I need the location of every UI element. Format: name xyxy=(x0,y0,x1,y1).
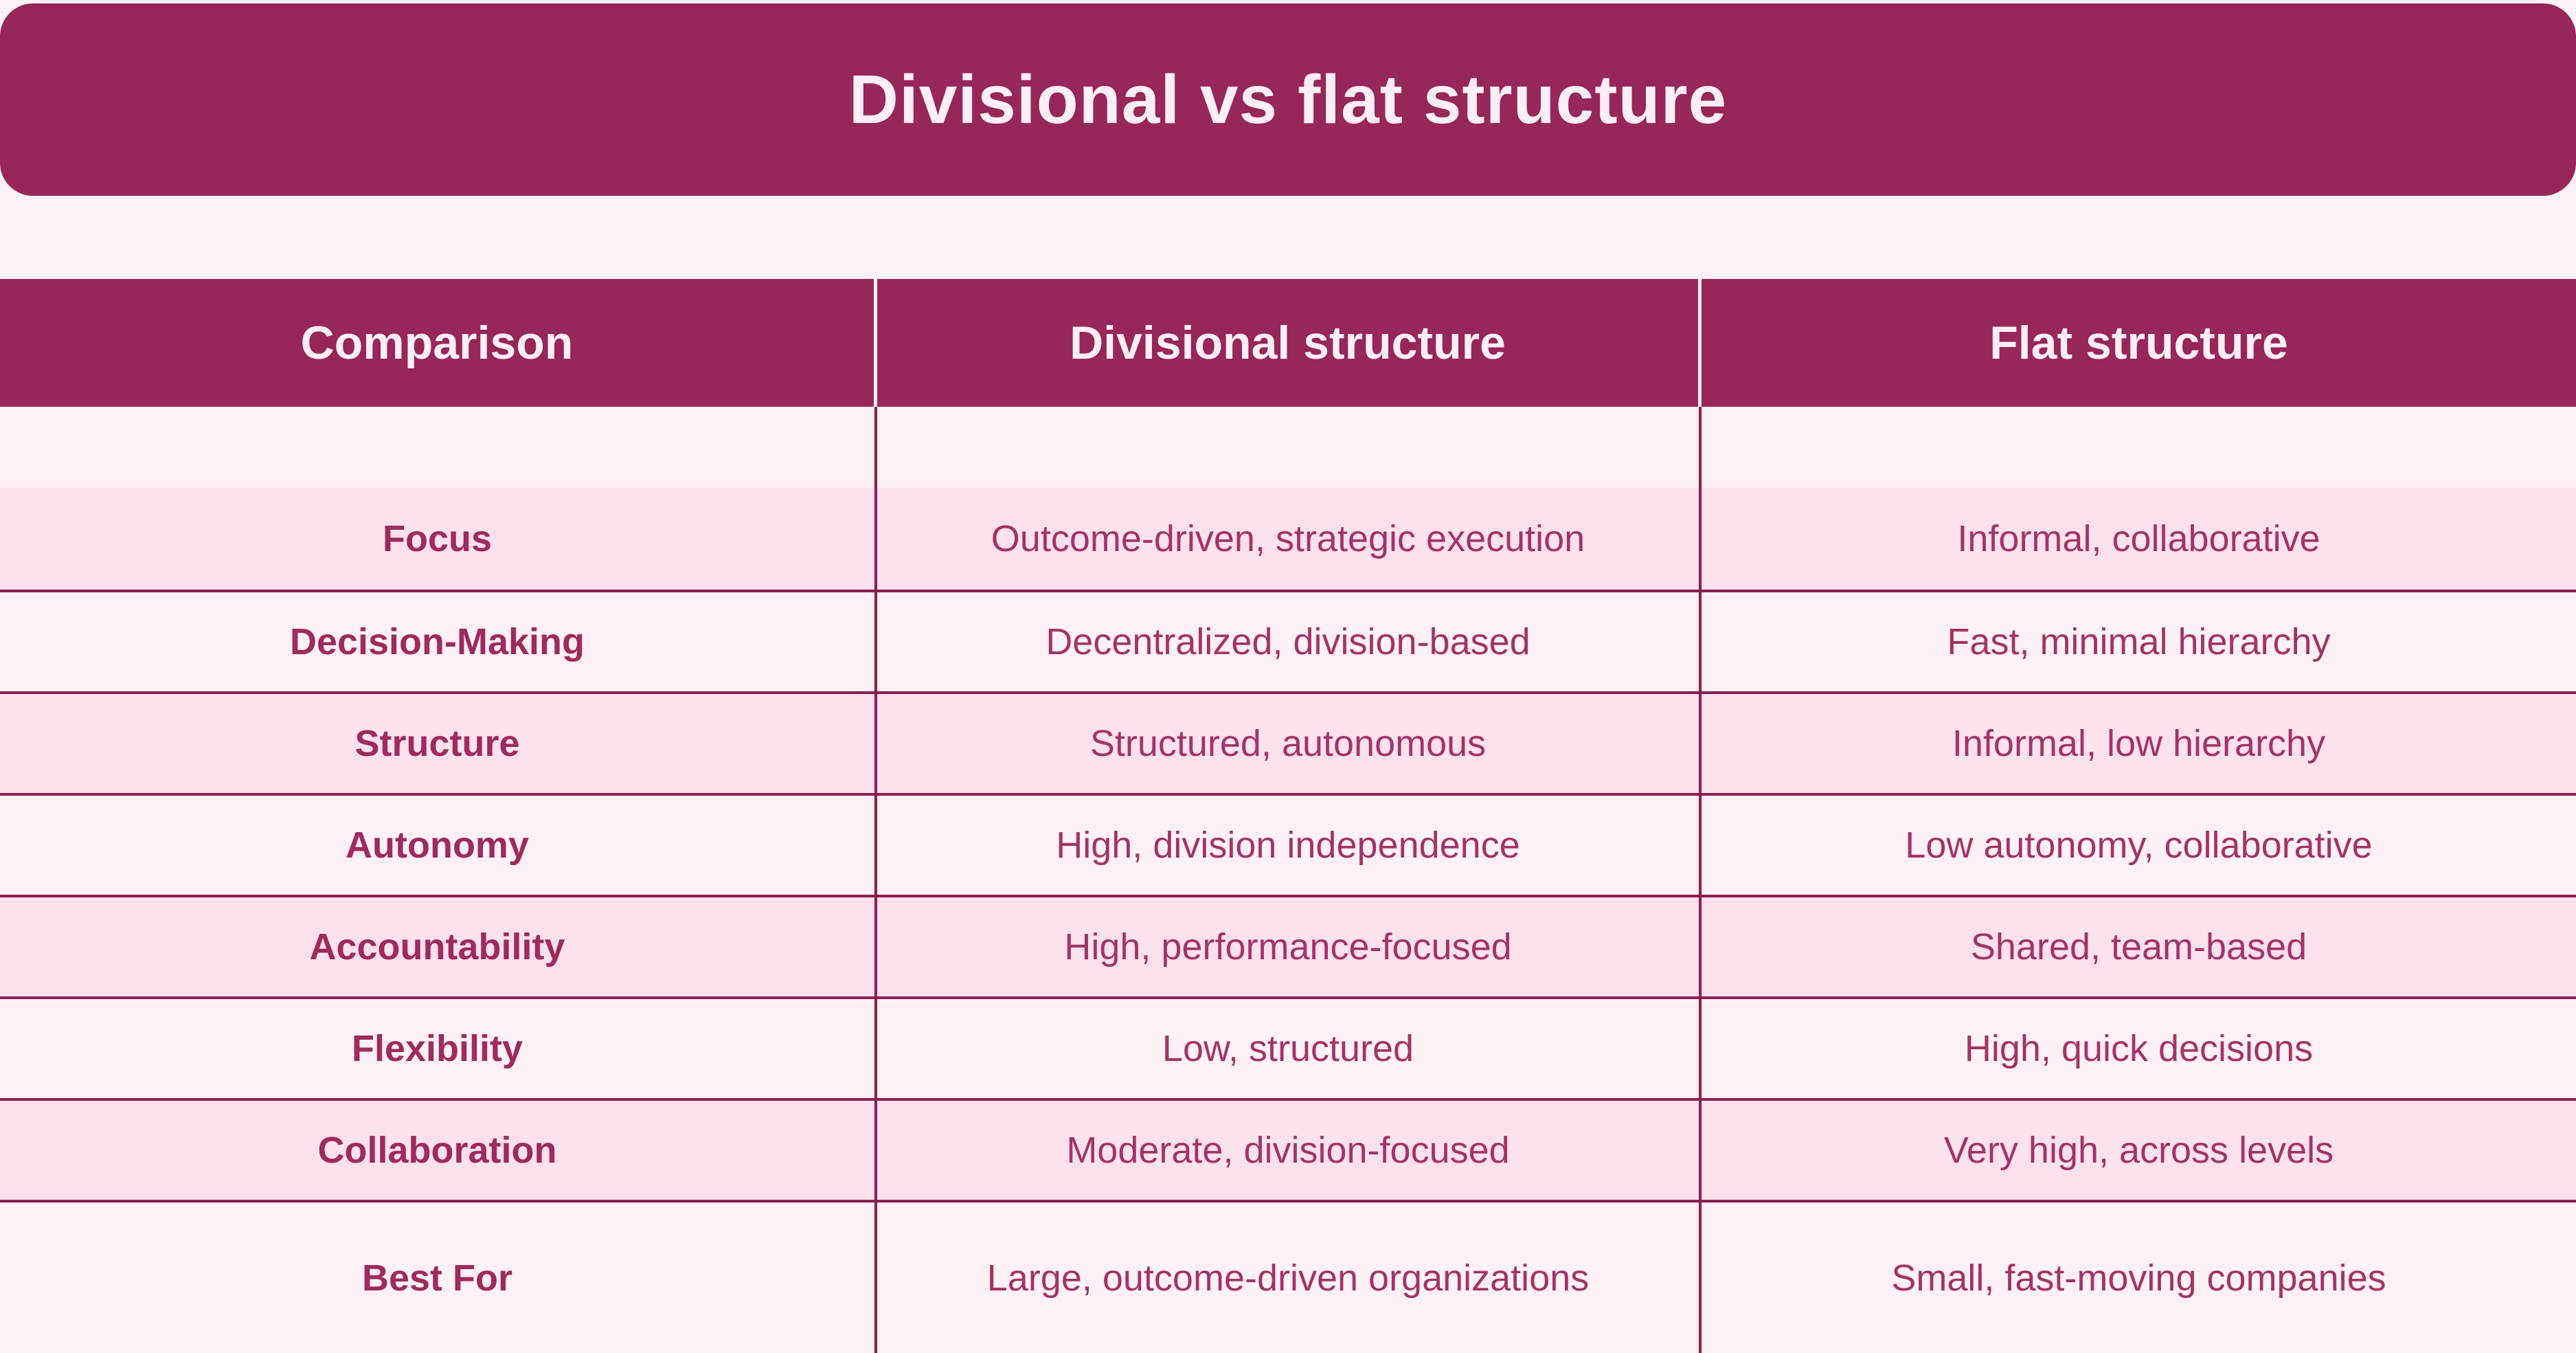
row-label-cell: Best For xyxy=(0,1203,877,1353)
header-cell-comparison: Comparison xyxy=(0,279,877,407)
flat-value-cell: Informal, low hierarchy xyxy=(1702,694,2576,793)
table-row-structure: Structure Structured, autonomous Informa… xyxy=(0,691,2576,793)
row-label-cell: Accountability xyxy=(0,897,877,996)
row-label-cell: Focus xyxy=(0,488,877,590)
header-cell-divisional-structure: Divisional structure xyxy=(877,279,1702,407)
table-row-best-for: Best For Large, outcome-driven organizat… xyxy=(0,1200,2576,1353)
divisional-value-cell: Moderate, division-focused xyxy=(877,1101,1702,1200)
row-label-cell: Flexibility xyxy=(0,999,877,1098)
spacer-row xyxy=(0,407,2576,488)
flat-value-cell: Low autonomy, collaborative xyxy=(1702,796,2576,895)
table-header-row: Comparison Divisional structure Flat str… xyxy=(0,279,2576,407)
table-row-decision-making: Decision-Making Decentralized, division-… xyxy=(0,590,2576,691)
divisional-value-cell: Large, outcome-driven organizations xyxy=(877,1203,1702,1353)
table-row-flexibility: Flexibility Low, structured High, quick … xyxy=(0,996,2576,1098)
table-row-autonomy: Autonomy High, division independence Low… xyxy=(0,793,2576,895)
table-row-accountability: Accountability High, performance-focused… xyxy=(0,895,2576,996)
divisional-value-cell: Outcome-driven, strategic execution xyxy=(877,488,1702,590)
header-cell-flat-structure: Flat structure xyxy=(1702,279,2576,407)
spacer-cell xyxy=(1702,407,2576,488)
row-label-cell: Autonomy xyxy=(0,796,877,895)
flat-value-cell: Informal, collaborative xyxy=(1702,488,2576,590)
divisional-value-cell: Structured, autonomous xyxy=(877,694,1702,793)
table-row-collaboration: Collaboration Moderate, division-focused… xyxy=(0,1098,2576,1200)
flat-value-cell: Small, fast-moving companies xyxy=(1702,1203,2576,1353)
row-label-cell: Collaboration xyxy=(0,1101,877,1200)
divisional-value-cell: Decentralized, division-based xyxy=(877,592,1702,691)
page-title: Divisional vs flat structure xyxy=(848,60,1728,138)
title-banner: Divisional vs flat structure xyxy=(0,3,2576,196)
flat-value-cell: Very high, across levels xyxy=(1702,1101,2576,1200)
table-row-focus: Focus Outcome-driven, strategic executio… xyxy=(0,488,2576,590)
spacer-cell xyxy=(877,407,1702,488)
flat-value-cell: Fast, minimal hierarchy xyxy=(1702,592,2576,691)
divisional-value-cell: Low, structured xyxy=(877,999,1702,1098)
divisional-value-cell: High, division independence xyxy=(877,796,1702,895)
divisional-value-cell: High, performance-focused xyxy=(877,897,1702,996)
comparison-table: Comparison Divisional structure Flat str… xyxy=(0,279,2576,1353)
flat-value-cell: Shared, team-based xyxy=(1702,897,2576,996)
spacer-cell xyxy=(0,407,877,488)
flat-value-cell: High, quick decisions xyxy=(1702,999,2576,1098)
row-label-cell: Structure xyxy=(0,694,877,793)
row-label-cell: Decision-Making xyxy=(0,592,877,691)
